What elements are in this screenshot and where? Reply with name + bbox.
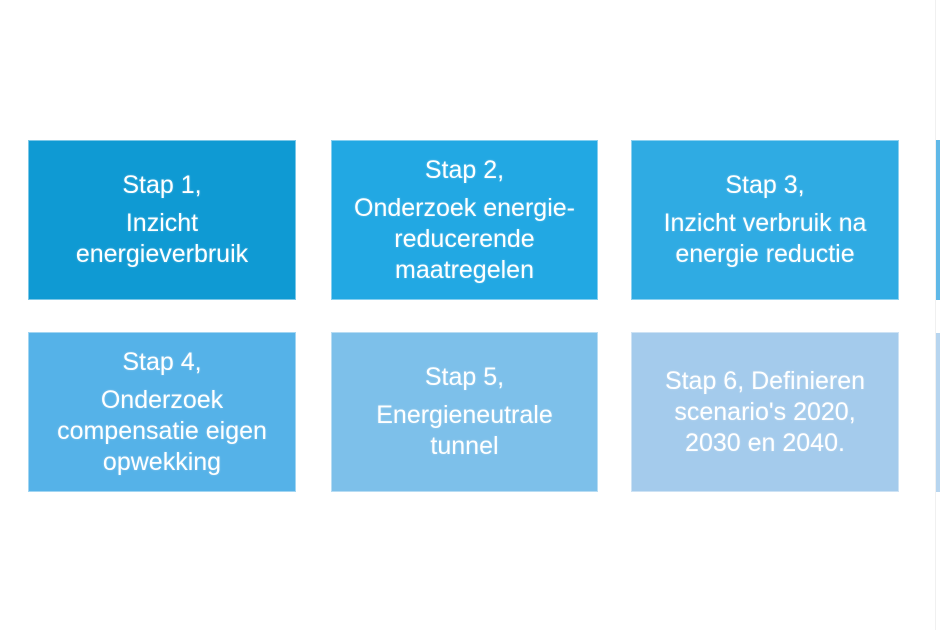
step-box-3: Stap 3, Inzicht verbruik na energie redu… (631, 140, 899, 300)
step-1-body: Inzicht energieverbruik (75, 209, 249, 268)
step-box-6: Stap 6, Definieren scenario's 2020, 2030… (631, 332, 899, 492)
step-box-1: Stap 1, Inzicht energieverbruik (28, 140, 296, 300)
cutoff-box-sliver-row1 (936, 140, 940, 300)
cutoff-box-sliver-row2 (936, 333, 940, 492)
step-2-body: Onderzoek energie- reducerende maatregel… (354, 193, 575, 284)
step-box-5: Stap 5, Energieneutrale tunnel (331, 332, 598, 492)
step-4-body: Onderzoek compensatie eigen opwekking (57, 385, 267, 476)
step-3-title: Stap 3, (725, 171, 805, 199)
step-6-body: Stap 6, Definieren scenario's 2020, 2030… (664, 366, 866, 457)
step-5-body: Energieneutrale tunnel (376, 401, 553, 460)
step-box-2: Stap 2, Onderzoek energie- reducerende m… (331, 140, 598, 300)
step-3-body: Inzicht verbruik na energie reductie (663, 209, 867, 268)
step-4-title: Stap 4, (122, 347, 202, 376)
step-2-title: Stap 2, (424, 155, 505, 184)
step-5-title: Stap 5, (424, 363, 505, 391)
step-1-title: Stap 1, (122, 171, 202, 199)
right-edge-line (935, 0, 936, 630)
step-box-4: Stap 4, Onderzoek compensatie eigen opwe… (28, 332, 296, 492)
